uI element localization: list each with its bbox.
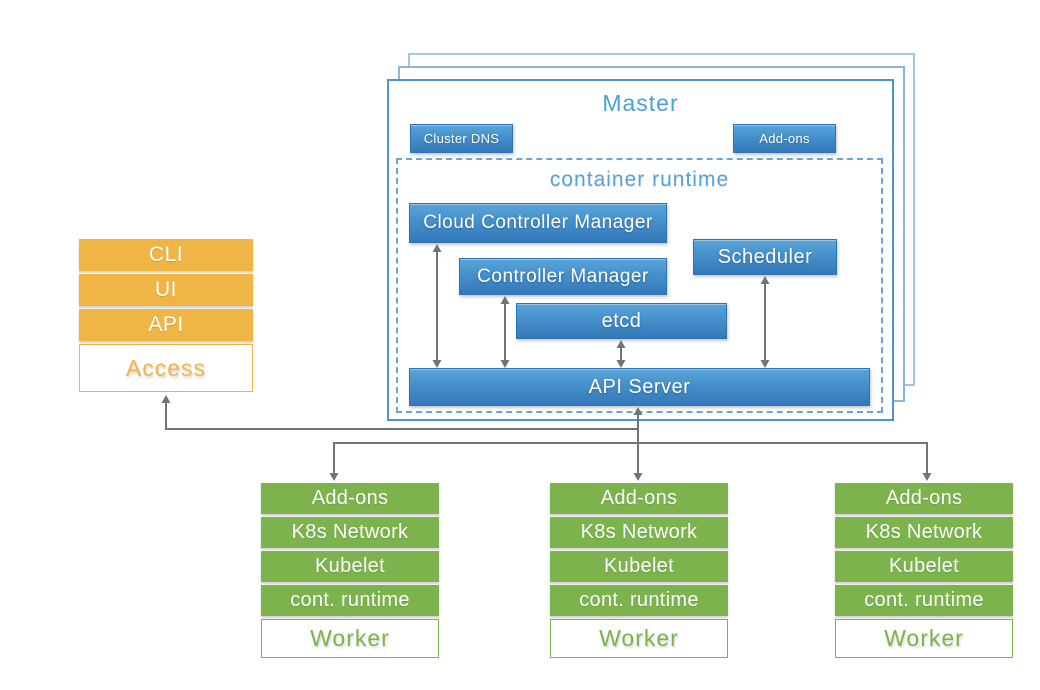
worker3-kubelet: Kubelet (835, 551, 1013, 582)
worker2-kubelet: Kubelet (550, 551, 728, 582)
cloud-controller-manager-box: Cloud Controller Manager (409, 203, 667, 243)
master-title: Master (602, 90, 679, 116)
worker3-label-box: Worker (835, 619, 1013, 658)
container-runtime-title: container runtime (549, 168, 730, 191)
worker1-k8s-network: K8s Network (261, 517, 439, 548)
etcd-label: etcd (601, 309, 642, 332)
container-runtime-box: container runtime Cloud Controller Manag… (396, 158, 883, 413)
worker2-cont-runtime: cont. runtime (550, 585, 728, 616)
cluster-dns-label: Cluster DNS (423, 131, 500, 146)
api-server-label: API Server (588, 375, 691, 398)
arrow-apiserver-worker3 (638, 442, 932, 481)
arrow-apiserver-worker1 (329, 442, 638, 481)
master-box: Master Cluster DNS Add-ons container run… (387, 79, 894, 421)
access-stack: CLI UI API Access (79, 239, 253, 392)
api-server-box: API Server (409, 368, 870, 406)
worker3-k8s-network: K8s Network (835, 517, 1013, 548)
access-item-ui: UI (79, 274, 253, 306)
worker-stack-2: Add-ons K8s Network Kubelet cont. runtim… (550, 483, 728, 658)
worker1-addons: Add-ons (261, 483, 439, 514)
controller-manager-label: Controller Manager (477, 265, 649, 287)
access-label-box: Access (79, 344, 253, 392)
worker2-label-box: Worker (550, 619, 728, 658)
access-item-api: API (79, 309, 253, 341)
master-addons-label: Add-ons (759, 131, 810, 146)
worker2-addons: Add-ons (550, 483, 728, 514)
cloud-controller-manager-label: Cloud Controller Manager (423, 212, 653, 233)
access-item-cli: CLI (79, 239, 253, 271)
scheduler-label: Scheduler (717, 245, 813, 268)
master-addons-box: Add-ons (733, 124, 836, 153)
controller-manager-box: Controller Manager (459, 258, 667, 295)
worker3-cont-runtime: cont. runtime (835, 585, 1013, 616)
cluster-dns-box: Cluster DNS (410, 124, 513, 153)
worker1-cont-runtime: cont. runtime (261, 585, 439, 616)
worker2-k8s-network: K8s Network (550, 517, 728, 548)
worker-stack-3: Add-ons K8s Network Kubelet cont. runtim… (835, 483, 1013, 658)
etcd-box: etcd (516, 303, 727, 339)
worker1-kubelet: Kubelet (261, 551, 439, 582)
worker-stack-1: Add-ons K8s Network Kubelet cont. runtim… (261, 483, 439, 658)
scheduler-box: Scheduler (693, 239, 837, 275)
worker3-addons: Add-ons (835, 483, 1013, 514)
worker1-label-box: Worker (261, 619, 439, 658)
